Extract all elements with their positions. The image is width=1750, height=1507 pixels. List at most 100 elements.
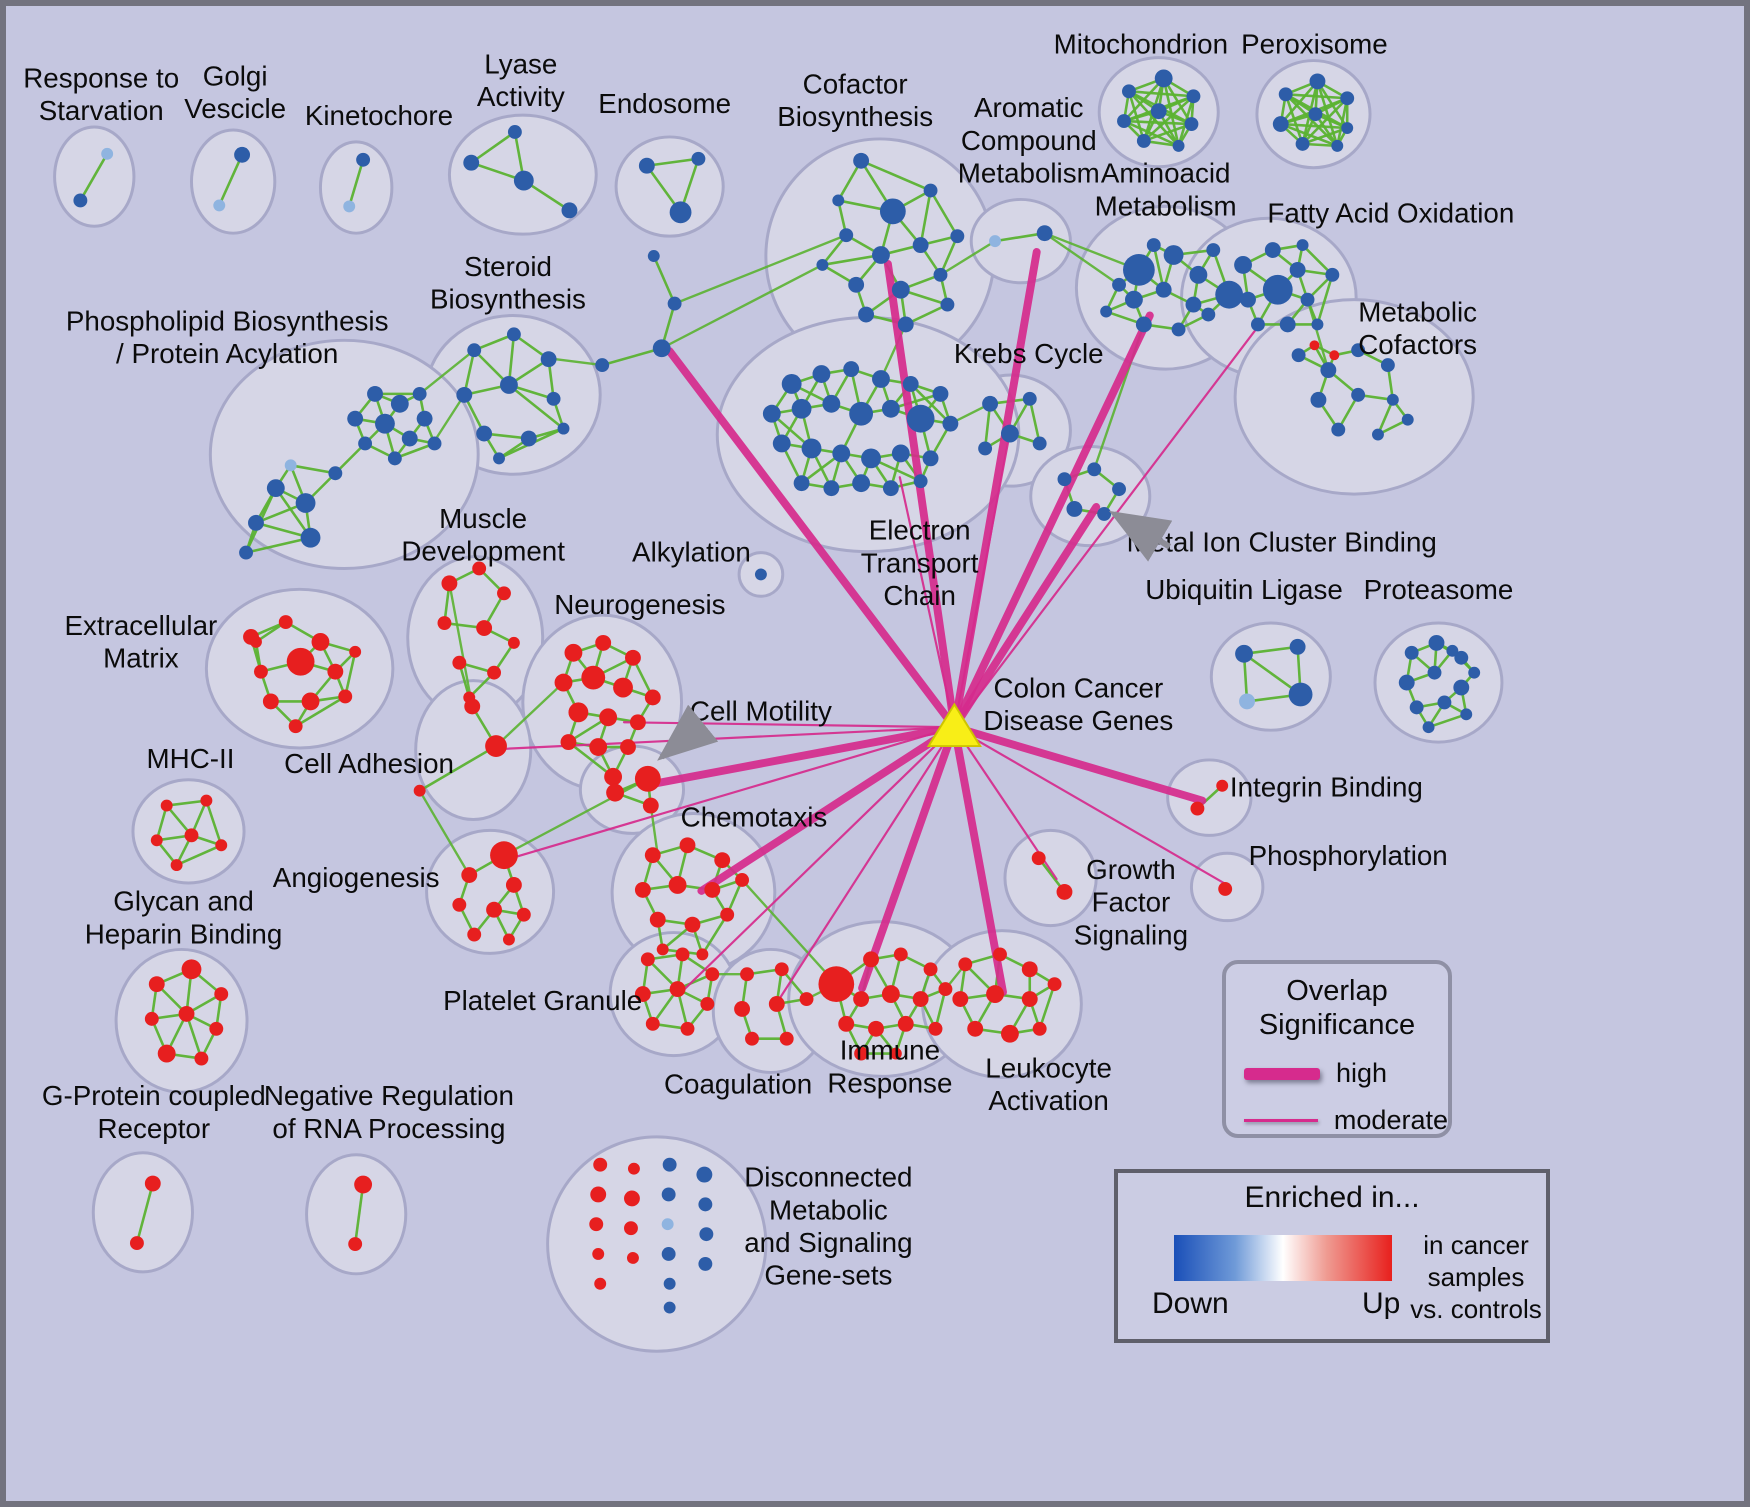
gene-set-node-disconnected-gene-sets	[589, 1217, 604, 1232]
gene-set-node-steroid-biosynthesis	[476, 425, 493, 442]
gene-set-node-steroid-biosynthesis	[500, 376, 518, 394]
gene-set-node-disconnected-gene-sets	[624, 1221, 638, 1236]
gene-set-node-disconnected-gene-sets	[661, 1218, 674, 1231]
gene-set-node-phospholipid-biosynthesis	[390, 394, 409, 413]
gene-set-node-electron-transport-chain	[922, 450, 939, 467]
gene-set-node-chemotaxis	[656, 943, 669, 956]
gene-set-node-metabolic-cofactors	[1331, 422, 1346, 437]
gene-set-edge	[1123, 77, 1165, 122]
gene-set-node-ubiquitin-ligase	[1239, 693, 1255, 710]
gene-set-edge	[508, 383, 565, 430]
moderate-significance-label: moderate	[1333, 1105, 1448, 1135]
gene-set-edge	[919, 190, 932, 246]
gene-set-node-steroid-biosynthesis	[506, 327, 521, 342]
gene-set-node-immune-response	[838, 1015, 855, 1032]
gene-set-node-chemotaxis	[668, 876, 687, 894]
gene-set-node-proteasome	[1460, 708, 1473, 721]
gene-set-node-steroid-biosynthesis	[546, 391, 561, 406]
gene-set-node-extracellular-matrix	[349, 645, 362, 658]
gene-set-edge	[939, 235, 959, 276]
gene-set-node-electron-transport-chain	[762, 404, 781, 423]
gene-set-node-peroxisome	[1295, 136, 1310, 151]
high-significance-swatch	[1244, 1067, 1320, 1080]
hub-link-cofactor-biosynthesis	[883, 259, 959, 732]
gene-set-node-mhc-ii	[150, 834, 163, 847]
gene-set-node-steroid-biosynthesis	[520, 430, 537, 447]
gene-set-node-electron-transport-chain	[861, 448, 881, 469]
gene-set-edge	[155, 805, 168, 841]
gene-set-node-proteasome	[1404, 645, 1419, 660]
gene-set-node-phosphorylation	[1218, 881, 1233, 896]
gene-set-node-mitochondrion	[1154, 69, 1173, 88]
gene-set-node-disconnected-gene-sets	[661, 1187, 676, 1202]
cluster-label-mitochondrion: Mitochondrion	[1054, 29, 1228, 60]
gene-set-node-golgi-vescicle	[213, 199, 226, 212]
gene-set-node-aminoacid-metabolism	[1155, 281, 1172, 298]
gene-set-edge	[1038, 983, 1056, 1030]
gene-set-node-neurogenesis	[568, 702, 589, 723]
gene-set-edge	[394, 442, 435, 460]
cluster-label-phosphorylation: Phosphorylation	[1249, 840, 1448, 871]
enrichment-gradient-bar	[1174, 1235, 1392, 1281]
gene-set-node-kinetochore	[356, 152, 371, 167]
gene-set-node-fatty-acid-oxidation	[1325, 267, 1340, 282]
gene-set-node-chemotaxis	[704, 881, 721, 898]
gene-set-edge	[822, 253, 882, 267]
inter-cluster-edge	[495, 681, 565, 747]
gene-set-node-glycan-heparin-binding	[148, 976, 165, 993]
gene-set-node-electron-transport-chain	[849, 401, 874, 426]
gene-set-node-disconnected-gene-sets	[662, 1157, 677, 1172]
legend-overlap-title: Overlap Significance	[1258, 975, 1416, 1041]
gene-set-node-metabolic-cofactors	[1310, 391, 1327, 408]
gene-set-node-electron-transport-chain	[781, 374, 802, 394]
gene-set-node-immune-response	[889, 1047, 902, 1060]
gene-set-edge	[79, 153, 109, 202]
gene-set-node-aromatic-compound-metabolism	[989, 235, 1001, 248]
gene-set-node-leukocyte-activation	[958, 957, 973, 972]
gene-set-node-disconnected-gene-sets	[626, 1251, 639, 1264]
gene-set-node-platelet-granule	[645, 1016, 660, 1031]
gene-set-edge	[218, 154, 244, 206]
gene-set-node-integrin-binding	[1190, 801, 1205, 816]
gene-set-node-phospholipid-biosynthesis	[266, 479, 285, 498]
gene-set-node-electron-transport-chain	[913, 474, 928, 489]
gene-set-node-chemotaxis	[735, 873, 750, 887]
gene-set-node-fatty-acid-oxidation	[1262, 274, 1293, 305]
gene-set-node-mitochondrion	[1136, 133, 1151, 148]
gene-set-node-disconnected-gene-sets	[624, 1190, 640, 1207]
cluster-label-cell-adhesion: Cell Adhesion	[284, 748, 454, 779]
legend-enrichment: Enriched in... Down Up in cancer samples…	[1114, 1169, 1550, 1343]
gene-set-node-cofactor-biosynthesis	[858, 306, 875, 323]
gene-set-node-angiogenesis	[505, 877, 522, 893]
gene-set-node-immune-response	[853, 991, 870, 1007]
gene-set-node-electron-transport-chain	[772, 434, 791, 453]
hub-link-integrin-binding	[950, 723, 1207, 805]
gene-set-node-electron-transport-chain	[881, 399, 900, 418]
hub-link-phosphorylation	[953, 726, 1229, 887]
gene-set-node-leukocyte-activation	[952, 991, 969, 1007]
gene-set-node-cell-motility	[642, 797, 659, 814]
gene-set-node-muscle-development	[507, 636, 520, 649]
gene-set-edge	[1123, 119, 1180, 148]
inter-cluster-edge	[674, 234, 847, 305]
gene-set-edge	[245, 536, 311, 554]
inter-cluster-edge	[1306, 299, 1330, 371]
gene-set-edge	[353, 1184, 365, 1245]
gene-set-node-mhc-ii	[184, 828, 199, 843]
gene-set-node-phospholipid-biosynthesis	[387, 451, 402, 466]
gene-set-node-cofactor-biosynthesis	[839, 228, 854, 243]
gene-set-node-leukocyte-activation	[1047, 977, 1062, 992]
gene-set-node-mhc-ii	[200, 794, 213, 807]
cluster-label-peroxisome: Peroxisome	[1241, 29, 1388, 60]
gene-set-edge	[1302, 126, 1348, 146]
gene-set-edge	[334, 442, 367, 475]
gene-set-node-coagulation	[745, 1031, 759, 1046]
gene-set-node-electron-transport-chain	[843, 361, 860, 378]
gene-set-edge	[205, 800, 223, 846]
gene-set-node-proteasome	[1453, 679, 1470, 696]
moderate-significance-swatch	[1244, 1119, 1318, 1122]
gene-set-edge	[994, 231, 1045, 243]
